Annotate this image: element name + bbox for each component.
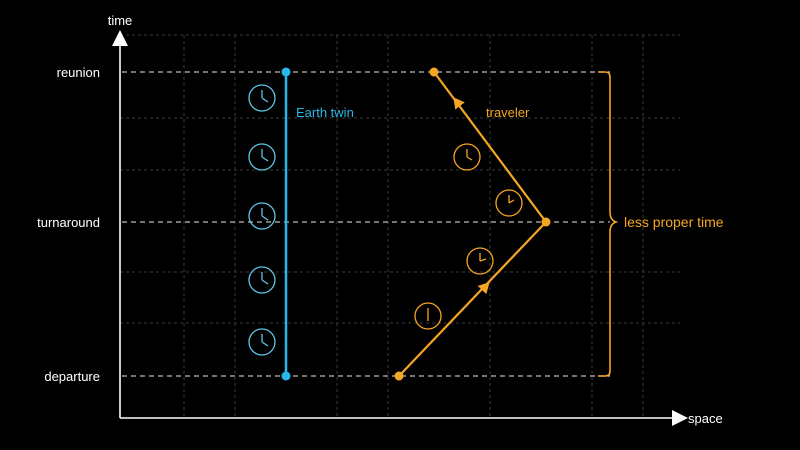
clock-icon <box>453 143 481 171</box>
earth-clocks <box>248 84 276 356</box>
clock-icon <box>248 328 276 356</box>
earth-departure-point <box>281 371 291 381</box>
reunion-label: reunion <box>57 65 100 80</box>
turnaround-label: turnaround <box>37 215 100 230</box>
traveler-turnaround-point <box>541 217 551 227</box>
proper-time-brace <box>598 71 619 377</box>
clock-icon <box>414 302 442 330</box>
traveler-reunion-point <box>429 67 439 77</box>
grid <box>120 34 680 416</box>
less-proper-time-label: less proper time <box>624 214 724 230</box>
clock-icon <box>466 247 494 275</box>
clock-icon <box>248 266 276 294</box>
traveler-worldline <box>398 71 547 377</box>
earth-twin-worldline <box>281 67 291 381</box>
traveler-return-line <box>433 71 547 223</box>
clock-icon <box>248 84 276 112</box>
traveler-departure-point <box>394 371 404 381</box>
departure-label: departure <box>44 369 100 384</box>
return-arrow-icon <box>453 97 465 110</box>
earth-reunion-point <box>281 67 291 77</box>
traveler-label: traveler <box>486 105 530 120</box>
clock-icon <box>495 189 523 217</box>
traveler-outbound-line <box>398 221 547 377</box>
time-axis-label: time <box>108 13 133 28</box>
space-axis-label: space <box>688 411 723 426</box>
outbound-arrow-icon <box>477 282 490 295</box>
earth-twin-label: Earth twin <box>296 105 354 120</box>
event-lines <box>122 71 610 377</box>
clock-icon <box>248 202 276 230</box>
clock-icon <box>248 143 276 171</box>
traveler-clocks <box>414 143 523 330</box>
